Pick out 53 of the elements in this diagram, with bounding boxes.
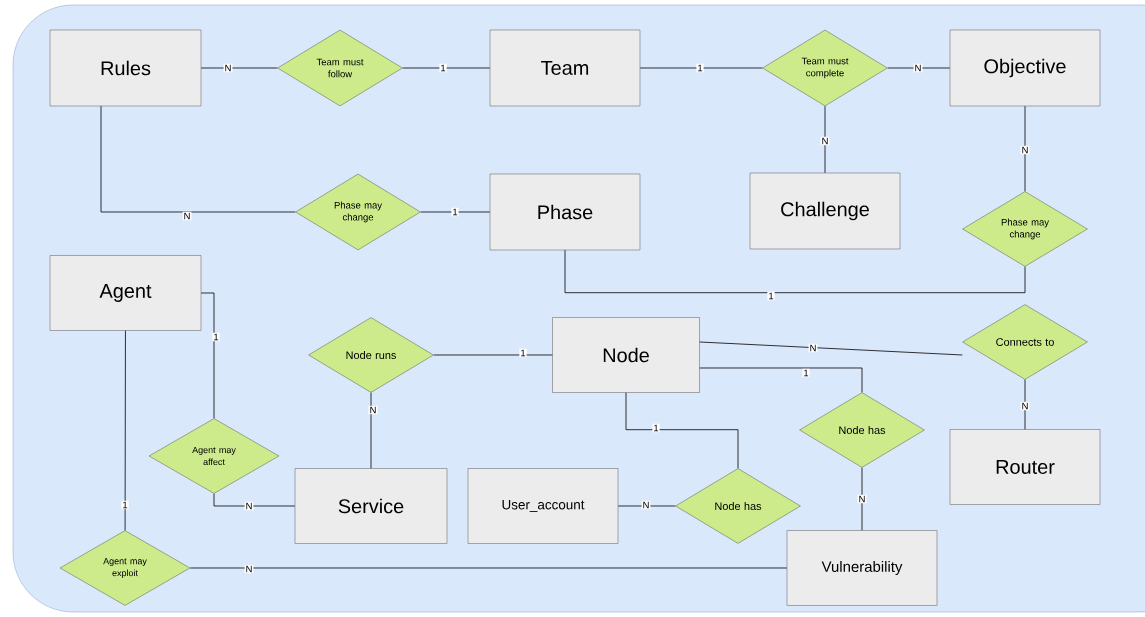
connector-line [124,330,126,531]
connector-line [639,67,763,69]
cardinality-label: N [820,136,830,146]
cardinality-label: N [857,494,867,504]
connector-line [625,392,739,469]
cardinality-label: 1 [802,368,810,378]
connector-line [1024,379,1026,430]
cardinality-label: N [223,63,233,73]
connector-line [824,105,826,174]
connector-line [699,341,963,356]
connector-line [402,67,491,69]
cardinality-label: N [244,564,254,574]
connector-line [200,292,215,419]
connector-line [420,211,491,213]
cardinality-label: 1 [696,63,704,73]
cardinality-label: N [641,500,651,510]
entity-box: Service [294,468,448,544]
connector-line [861,467,863,531]
cardinality-label: N [913,63,923,73]
cardinality-label: N [808,343,818,353]
entity-box: Vulnerability [786,530,938,606]
connector-line [189,567,788,569]
entity-box: Agent [49,255,202,331]
cardinality-label: 1 [451,207,459,217]
entity-box: User_account [467,468,619,544]
cardinality-label: N [182,211,192,221]
connector-line [564,249,1026,294]
cardinality-label: 1 [519,348,527,358]
cardinality-label: N [1020,145,1030,155]
entity-box: Node [552,317,700,393]
connector-line [1024,105,1026,192]
connector-line [200,67,278,69]
cardinality-label: 1 [767,291,775,301]
connector-line [100,105,296,213]
entity-box: Challenge [749,172,901,250]
connector-line [617,505,676,507]
entity-box: Phase [489,173,641,251]
cardinality-label: 1 [439,63,447,73]
cardinality-label: N [244,501,254,511]
connector-line [213,493,296,507]
cardinality-label: 1 [121,500,129,510]
cardinality-label: N [1020,401,1030,411]
entity-box: Team [489,29,641,107]
cardinality-label: 1 [212,332,220,342]
entity-box: Objective [949,29,1101,107]
entity-box: Router [949,429,1101,505]
connector-line [370,392,372,469]
connector-line [887,67,951,69]
connector-line [699,367,863,393]
cardinality-label: N [368,405,378,415]
entity-box: Rules [49,29,202,107]
cardinality-label: 1 [652,423,660,433]
connector-line [433,354,553,356]
